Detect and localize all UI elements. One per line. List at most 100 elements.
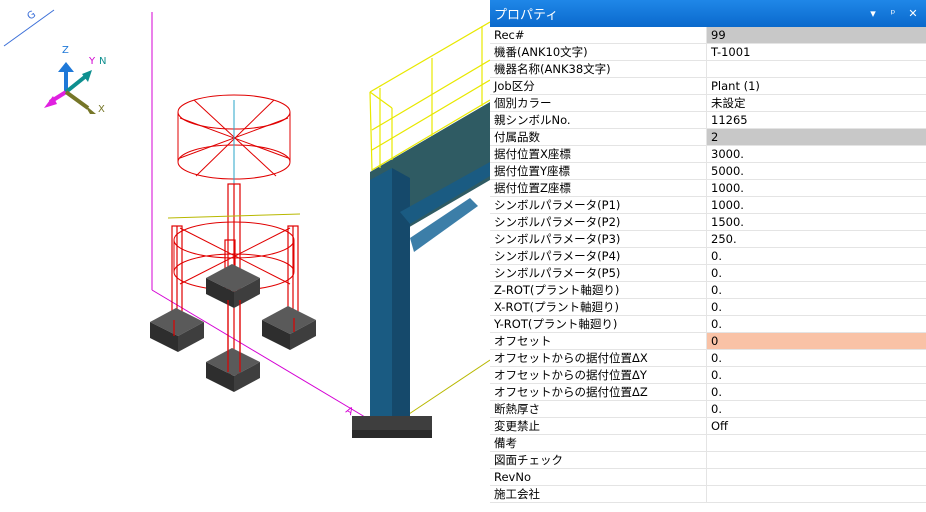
property-row[interactable]: Y-ROT(プラント軸廻り) 0. [490, 316, 926, 333]
property-name: 変更禁止 [490, 418, 707, 434]
leader-line [399, 359, 490, 421]
property-value[interactable]: 0. [711, 283, 722, 297]
gridline-a-label: A [344, 405, 356, 418]
property-value[interactable]: 1500. [711, 215, 744, 229]
property-name: Y-ROT(プラント軸廻り) [490, 316, 707, 332]
property-value[interactable]: 未設定 [711, 96, 746, 110]
property-value[interactable]: 5000. [711, 164, 744, 178]
axis-n-label: N [99, 56, 106, 67]
property-row[interactable]: シンボルパラメータ(P3) 250. [490, 231, 926, 248]
property-row[interactable]: 断熱厚さ 0. [490, 401, 926, 418]
gridline-g [3, 9, 55, 47]
property-row[interactable]: 親シンボルNo. 11265 [490, 112, 926, 129]
property-row[interactable]: 据付位置Y座標 5000. [490, 163, 926, 180]
property-value[interactable] [707, 61, 926, 77]
property-value[interactable]: 1000. [711, 181, 744, 195]
property-row[interactable]: Job区分 Plant (1) [490, 78, 926, 95]
property-value[interactable]: 11265 [711, 113, 748, 127]
property-name: シンボルパラメータ(P3) [490, 231, 707, 247]
property-name: 据付位置Z座標 [490, 180, 707, 196]
property-value[interactable]: 1000. [711, 198, 744, 212]
property-value[interactable]: 2 [707, 129, 926, 145]
properties-titlebar: プロパティ ▾ ᵖ ✕ [490, 0, 926, 27]
property-value[interactable]: 0. [711, 266, 722, 280]
property-name: オフセットからの据付位置ΔZ [490, 384, 707, 400]
property-row[interactable]: 機番(ANK10文字) T-1001 [490, 44, 926, 61]
property-name: Job区分 [490, 78, 707, 94]
property-name: Z-ROT(プラント軸廻り) [490, 282, 707, 298]
property-row[interactable]: Z-ROT(プラント軸廻り) 0. [490, 282, 926, 299]
property-row[interactable]: X-ROT(プラント軸廻り) 0. [490, 299, 926, 316]
property-value[interactable]: 0. [711, 385, 722, 399]
property-row[interactable]: 個別カラー未設定 [490, 95, 926, 112]
panel-title: プロパティ [494, 8, 559, 23]
property-name: RevNo [490, 469, 707, 485]
property-row[interactable]: 変更禁止 Off [490, 418, 926, 435]
foundation-pads [150, 264, 316, 392]
property-value[interactable]: Off [711, 419, 728, 433]
property-name: オフセット [490, 333, 707, 349]
axis-x-label: X [98, 104, 105, 115]
property-row[interactable]: 備考 [490, 435, 926, 452]
property-row[interactable]: Rec#99 [490, 27, 926, 44]
property-name: 施工会社 [490, 486, 707, 502]
property-name: 備考 [490, 435, 707, 451]
axis-z-label: Z [62, 45, 69, 56]
property-name: シンボルパラメータ(P5) [490, 265, 707, 281]
property-name: X-ROT(プラント軸廻り) [490, 299, 707, 315]
property-value[interactable] [707, 486, 926, 502]
property-row[interactable]: オフセットからの据付位置ΔY 0. [490, 367, 926, 384]
property-row[interactable]: シンボルパラメータ(P2)1500. [490, 214, 926, 231]
property-name: オフセットからの据付位置ΔY [490, 367, 707, 383]
property-row[interactable]: 据付位置X座標 3000. [490, 146, 926, 163]
property-value[interactable]: 3000. [711, 147, 744, 161]
property-value[interactable]: 0 [707, 333, 926, 349]
property-row[interactable]: 据付位置Z座標 1000. [490, 180, 926, 197]
property-value[interactable] [707, 435, 926, 451]
handrail [369, 21, 490, 172]
property-name: 親シンボルNo. [490, 112, 707, 128]
property-value[interactable]: 0. [711, 317, 722, 331]
property-value[interactable]: 0. [711, 368, 722, 382]
property-row[interactable]: シンボルパラメータ(P5) 0. [490, 265, 926, 282]
property-row[interactable]: RevNo [490, 469, 926, 486]
axis-y-label: Y [88, 56, 96, 67]
property-value[interactable] [707, 452, 926, 468]
property-value[interactable]: T-1001 [711, 45, 751, 59]
property-name: 機器名称(ANK38文字) [490, 61, 707, 77]
property-name: 付属品数 [490, 129, 707, 145]
property-row[interactable]: 図面チェック [490, 452, 926, 469]
property-row[interactable]: シンボルパラメータ(P1)1000. [490, 197, 926, 214]
property-row[interactable]: 施工会社 [490, 486, 926, 503]
property-value[interactable]: 0. [711, 300, 722, 314]
property-value[interactable]: 250. [711, 232, 737, 246]
dropdown-menu-icon[interactable]: ▾ [870, 7, 876, 20]
3d-viewport[interactable]: G Z Y N X A [0, 0, 490, 512]
property-row[interactable]: オフセットからの据付位置ΔZ 0. [490, 384, 926, 401]
axis-indicator: Z Y N X [44, 45, 106, 115]
property-row[interactable]: 機器名称(ANK38文字) [490, 61, 926, 78]
property-value[interactable]: 0. [711, 249, 722, 263]
property-value[interactable]: 99 [707, 27, 926, 43]
steel-structure[interactable] [352, 102, 490, 438]
property-value[interactable]: 0. [711, 402, 722, 416]
property-name: 機番(ANK10文字) [490, 44, 707, 60]
property-name: 断熱厚さ [490, 401, 707, 417]
pin-icon[interactable]: ᵖ [890, 7, 896, 20]
property-value[interactable] [707, 469, 926, 485]
property-name: 据付位置X座標 [490, 146, 707, 162]
gridline-g-label: G [25, 9, 38, 22]
property-name: シンボルパラメータ(P4) [490, 248, 707, 264]
property-value[interactable]: Plant (1) [711, 79, 760, 93]
property-value[interactable]: 0. [711, 351, 722, 365]
property-name: Rec# [490, 27, 707, 43]
property-name: 据付位置Y座標 [490, 163, 707, 179]
property-row[interactable]: シンボルパラメータ(P4) 0. [490, 248, 926, 265]
close-icon[interactable]: ✕ [908, 7, 918, 20]
orientation-line [167, 213, 301, 219]
